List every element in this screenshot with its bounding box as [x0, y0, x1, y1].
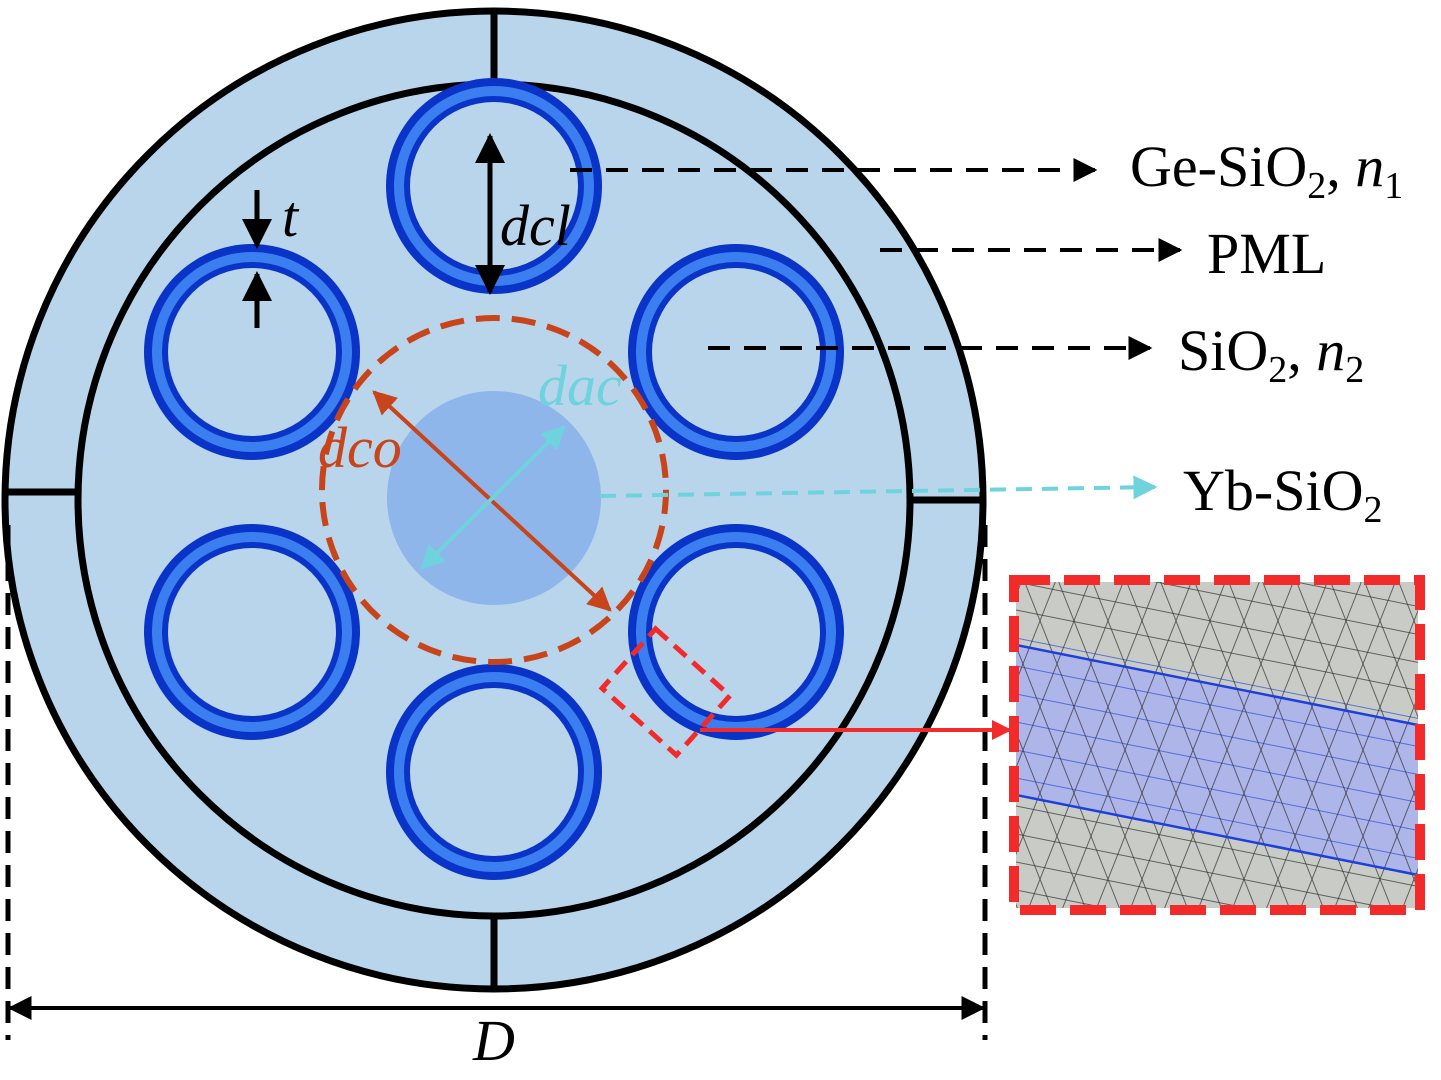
- mesh-edge: [1424, 560, 1441, 940]
- mesh-inset: [1009, 386, 1441, 1080]
- mesh-edge: [1028, 582, 1158, 908]
- mesh-edge: [1398, 582, 1418, 633]
- yb-sio2-leader: [599, 475, 1158, 500]
- core-boundary-dashed: [319, 315, 669, 665]
- mesh-edge: [1153, 582, 1418, 635]
- sio2-label: SiO2, n2: [1178, 318, 1364, 391]
- t-label: t: [282, 184, 300, 249]
- mesh-edge: [1016, 582, 1056, 683]
- capillary-ring-layer: [168, 548, 336, 716]
- mesh-edge: [1062, 582, 1192, 908]
- mesh-edge: [1232, 582, 1362, 908]
- mesh-edge: [1016, 805, 1418, 887]
- mesh-edge: [1016, 974, 1418, 1054]
- mesh-edge: [1334, 695, 1418, 908]
- mesh-edge: [1266, 582, 1396, 908]
- mesh-edge: [1016, 637, 1418, 719]
- mesh-edge: [1016, 861, 1249, 908]
- mesh-edge: [1016, 833, 1389, 908]
- mesh-edge: [1164, 582, 1294, 908]
- mesh-edge: [1016, 1002, 1418, 1080]
- mesh-edge: [1424, 560, 1441, 940]
- band-edge-top: [1015, 643, 1419, 727]
- ge-sio2-label: Ge-SiO2, n1: [1130, 134, 1403, 207]
- dac-arrow: [420, 425, 566, 570]
- mesh-edge: [1016, 721, 1418, 803]
- yb-sio2-label: Yb-SiO2: [1183, 458, 1382, 531]
- pml-label: PML: [1207, 221, 1326, 286]
- capillary-ring-layer: [168, 268, 336, 436]
- mesh-edge: [1016, 582, 1124, 856]
- mesh-edge: [1096, 582, 1226, 908]
- mesh-edge: [1016, 665, 1418, 747]
- dcl-label: dcl: [500, 193, 571, 258]
- mesh-edge: [1130, 582, 1260, 908]
- mesh-edge: [1364, 582, 1418, 719]
- capillary-ring-layer: [652, 548, 820, 716]
- mesh-edge: [1016, 693, 1418, 775]
- mesh-edge: [1016, 749, 1418, 831]
- mesh-edge: [1016, 918, 1418, 998]
- capillary-ring-layer: [652, 268, 820, 436]
- mesh-edge: [1293, 582, 1418, 607]
- mesh-edge: [1016, 817, 1052, 908]
- inset-border: [1009, 575, 1425, 915]
- capillary-rings: [144, 78, 844, 880]
- mesh-edge: [1016, 582, 1418, 663]
- mesh-edge: [1016, 386, 1418, 466]
- dco-label: dco: [318, 415, 402, 480]
- mesh-edge: [1016, 777, 1418, 859]
- mesh-edge: [1198, 582, 1328, 908]
- mesh-edge: [1016, 946, 1418, 1026]
- mesh-edge: [1368, 781, 1418, 908]
- d-label: D: [472, 1008, 515, 1073]
- dac-label: dac: [538, 353, 622, 418]
- mesh-edge: [1016, 582, 1090, 770]
- capillary-ring-layer: [410, 688, 578, 856]
- mesh-edge: [1016, 889, 1109, 908]
- mesh-ring-band: [1016, 645, 1418, 875]
- mesh-edge: [1016, 609, 1418, 691]
- mesh-edge: [1300, 609, 1418, 908]
- band-edge-bottom: [1015, 793, 1419, 877]
